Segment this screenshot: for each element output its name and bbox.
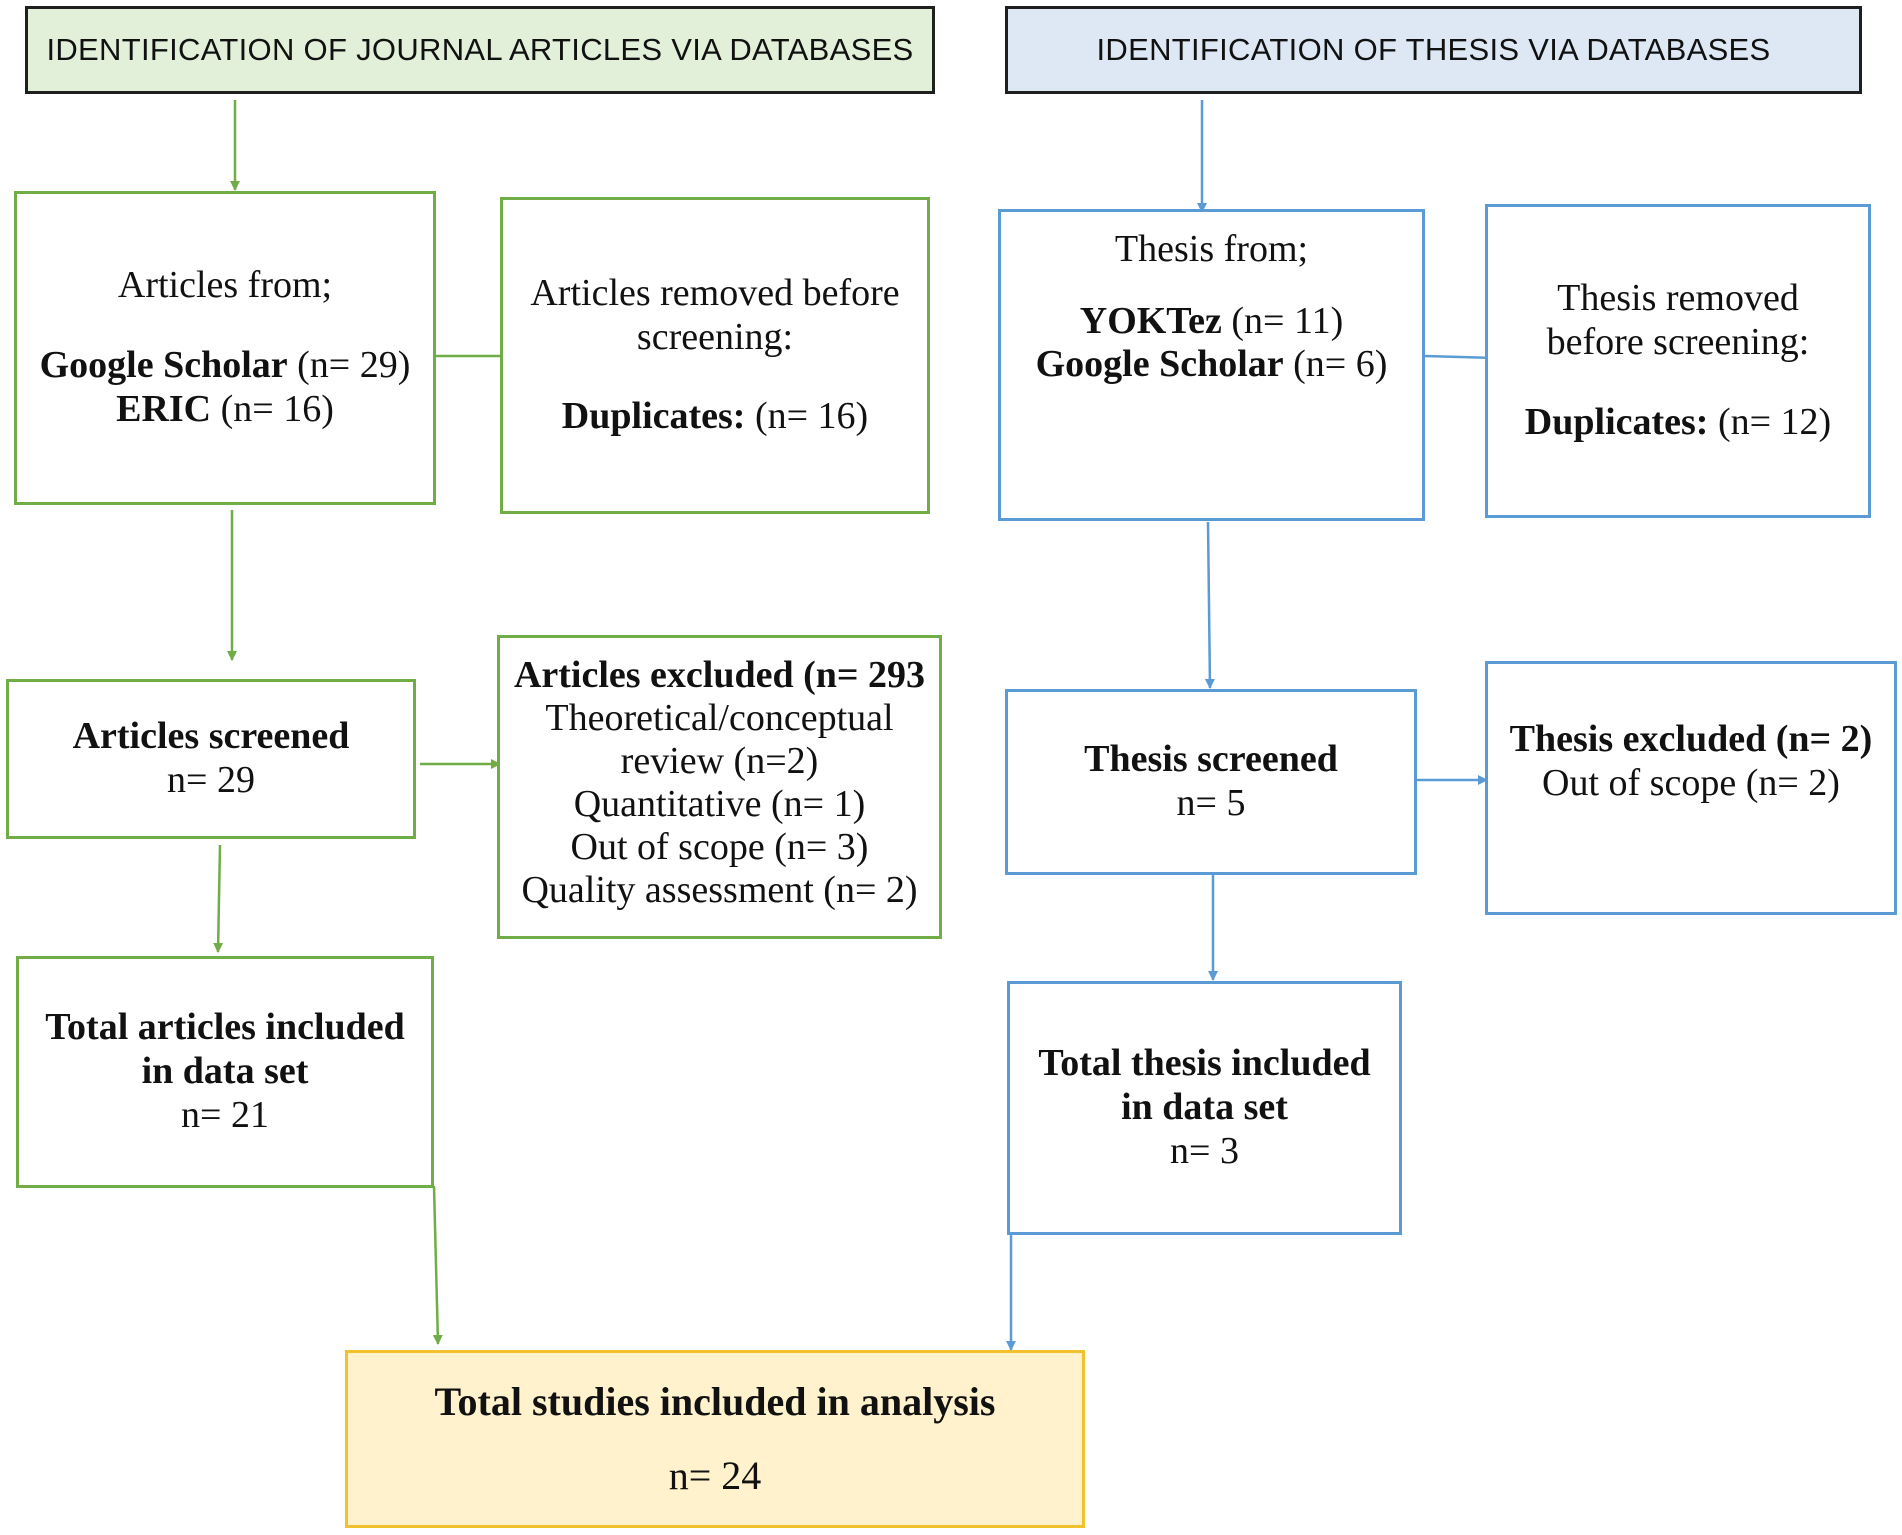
thesis-included-line1: Total thesis included — [1038, 1042, 1371, 1085]
thesis-removed-line2: before screening: — [1546, 321, 1810, 364]
articles-from-title: Articles from; — [117, 264, 333, 307]
eric-source: ERIC (n= 16) — [116, 387, 334, 430]
thesis-removed-line1: Thesis removed — [1557, 277, 1799, 320]
articles-identification-header: IDENTIFICATION OF JOURNAL ARTICLES VIA D… — [25, 6, 935, 94]
articles-included-count: n= 21 — [181, 1093, 269, 1136]
exclusion-reason-theoretical: Theoretical/conceptual — [545, 696, 894, 739]
thesis-duplicates: Duplicates: (n= 12) — [1524, 400, 1832, 443]
thesis-screened-title: Thesis screened — [1084, 738, 1338, 781]
arrow-articles-included-to-final — [432, 1185, 443, 1345]
arrow-screened-to-included — [213, 844, 224, 953]
exclusion-reason-theoretical-count: review (n=2) — [620, 739, 819, 782]
thesis-screened-box: Thesis screened n= 5 — [1005, 689, 1417, 875]
thesis-included-box: Total thesis included in data set n= 3 — [1007, 981, 1402, 1235]
thesis-exclusion-reason-out-of-scope: Out of scope (n= 2) — [1542, 761, 1840, 804]
articles-from-box: Articles from; Google Scholar (n= 29) ER… — [14, 191, 436, 505]
thesis-removed-box: Thesis removed before screening: Duplica… — [1485, 204, 1871, 518]
thesis-included-count: n= 3 — [1170, 1129, 1239, 1172]
articles-included-line1: Total articles included — [45, 1006, 405, 1049]
thesis-excluded-box: Thesis excluded (n= 2) Out of scope (n= … — [1485, 661, 1897, 915]
thesis-from-title: Thesis from; — [1114, 228, 1309, 270]
thesis-from-box: Thesis from; YOKTez (n= 11) Google Schol… — [998, 209, 1425, 521]
articles-header-text: IDENTIFICATION OF JOURNAL ARTICLES VIA D… — [46, 32, 914, 68]
articles-screened-box: Articles screened n= 29 — [6, 679, 416, 839]
articles-included-box: Total articles included in data set n= 2… — [16, 956, 434, 1188]
thesis-header-text: IDENTIFICATION OF THESIS VIA DATABASES — [1096, 32, 1771, 68]
thesis-excluded-title: Thesis excluded (n= 2) — [1509, 718, 1873, 760]
articles-included-line2: in data set — [141, 1050, 309, 1093]
google-scholar-source: Google Scholar (n= 29) — [39, 344, 411, 387]
articles-screened-count: n= 29 — [167, 759, 255, 801]
articles-removed-line2: screening: — [636, 315, 794, 358]
articles-duplicates: Duplicates: (n= 16) — [561, 395, 869, 438]
exclusion-reason-out-of-scope: Out of scope (n= 3) — [570, 825, 869, 868]
total-studies-title: Total studies included in analysis — [434, 1379, 996, 1424]
thesis-screened-count: n= 5 — [1176, 782, 1246, 824]
articles-excluded-title: Articles excluded (n= 293 — [513, 654, 926, 696]
arrow-thesis-from-to-screened — [1204, 521, 1215, 689]
total-studies-box: Total studies included in analysis n= 24 — [345, 1350, 1085, 1528]
exclusion-reason-quality: Quality assessment (n= 2) — [521, 868, 918, 911]
thesis-identification-header: IDENTIFICATION OF THESIS VIA DATABASES — [1005, 6, 1862, 94]
articles-excluded-box: Articles excluded (n= 293 Theoretical/co… — [497, 635, 942, 939]
exclusion-reason-quantitative: Quantitative (n= 1) — [573, 782, 866, 825]
articles-removed-box: Articles removed before screening: Dupli… — [500, 197, 930, 514]
articles-removed-line1: Articles removed before — [530, 271, 900, 314]
yoktez-source: YOKTez (n= 11) — [1079, 299, 1344, 342]
total-studies-count: n= 24 — [668, 1453, 762, 1498]
arrow-thesis-from-to-removed — [1424, 352, 1496, 363]
thesis-google-scholar-source: Google Scholar (n= 6) — [1035, 343, 1388, 386]
thesis-included-line2: in data set — [1121, 1086, 1288, 1129]
articles-screened-title: Articles screened — [72, 715, 350, 758]
